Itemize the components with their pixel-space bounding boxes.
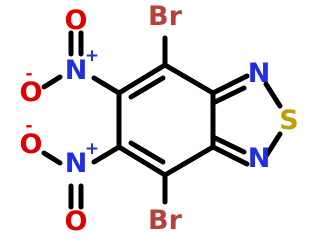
structure-diagram: Br Br N N S O N + O - N + O - O xyxy=(20,1,299,237)
benzene-ring xyxy=(116,62,216,178)
bond-c7a-n-upper xyxy=(210,73,250,96)
nitro-upper-plus-charge: + xyxy=(85,46,99,66)
bond-n-s-lower xyxy=(263,131,283,159)
bond-c-n-nitro-upper xyxy=(91,75,122,96)
bond-c3a-n-lower xyxy=(210,144,250,167)
nitrogen-lower-label: N xyxy=(248,143,271,174)
bromine-top-label: Br xyxy=(148,1,183,32)
oxygen-lower-bottom-label: O xyxy=(65,206,88,237)
bond-n-o-upper-left xyxy=(41,74,63,90)
double-bond-inner-bottom xyxy=(128,140,166,165)
bond-n-s-upper xyxy=(263,81,283,109)
bond-c1-c7a xyxy=(162,62,216,96)
oxygen-upper-left-label: O xyxy=(20,77,43,108)
double-bond-c-n-lower xyxy=(210,134,247,155)
thiadiazole-ring xyxy=(210,73,283,167)
nitro-lower-plus-charge: + xyxy=(85,139,99,159)
oxygen-upper-minus-charge: - xyxy=(25,64,32,84)
nitrogen-nitro-lower-label: N xyxy=(65,148,88,179)
nitrogen-upper-label: N xyxy=(248,58,271,89)
oxygen-lower-minus-charge: - xyxy=(25,116,32,136)
double-bond-inner-top xyxy=(128,75,166,100)
bromine-bottom-label: Br xyxy=(148,205,183,236)
bond-c6-c1 xyxy=(116,62,168,96)
oxygen-upper-top-label: O xyxy=(65,5,88,36)
bond-c-n-nitro-lower xyxy=(91,144,122,165)
bond-c3a-c4 xyxy=(162,144,216,178)
nitrogen-nitro-upper-label: N xyxy=(65,55,88,86)
molecule-canvas: Br Br N N S O N + O - N + O - O xyxy=(20,1,299,237)
sulfur-label: S xyxy=(279,105,298,136)
oxygen-lower-left-label: O xyxy=(20,129,43,160)
bond-c4-c5 xyxy=(116,144,168,178)
bond-n-o-lower-left xyxy=(41,150,63,166)
double-bond-c-n-upper xyxy=(210,85,247,106)
